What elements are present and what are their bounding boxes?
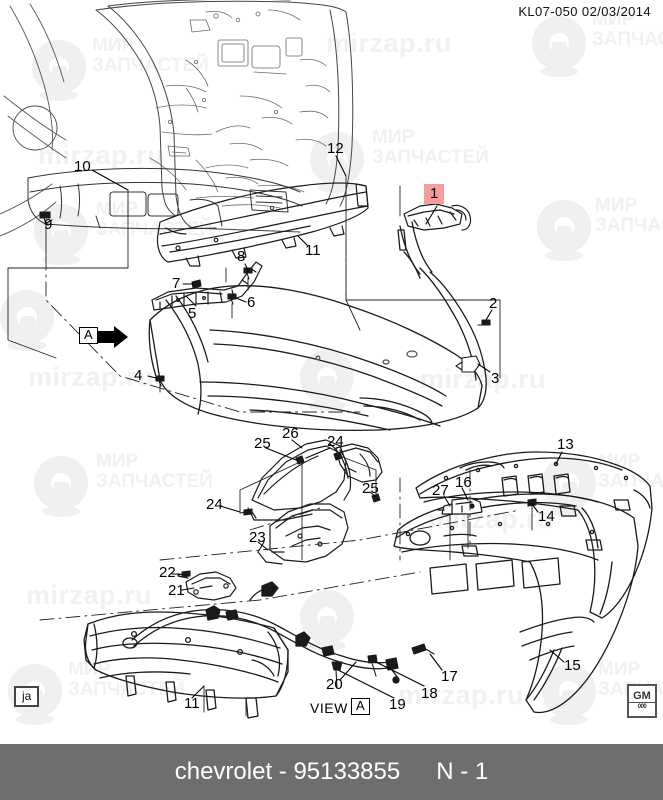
callout-7[interactable]: 7 bbox=[172, 275, 181, 292]
callout-26[interactable]: 26 bbox=[282, 425, 299, 442]
callout-13[interactable]: 13 bbox=[557, 436, 574, 453]
callout-8[interactable]: 8 bbox=[237, 248, 246, 265]
direction-arrow-icon bbox=[98, 326, 128, 348]
callout-11-lower[interactable]: 11 bbox=[184, 695, 200, 712]
callout-12[interactable]: 12 bbox=[327, 140, 344, 157]
view-label: VIEW bbox=[310, 700, 348, 716]
drawing-code: KL07-050 02/03/2014 bbox=[518, 4, 651, 19]
callout-23[interactable]: 23 bbox=[249, 529, 266, 546]
gm-logo-text: GM bbox=[629, 691, 655, 703]
callout-6[interactable]: 6 bbox=[247, 294, 256, 311]
callout-9[interactable]: 9 bbox=[44, 216, 53, 233]
gm-logo-subtext: 000 bbox=[637, 704, 647, 710]
section-marker-a: A bbox=[79, 327, 98, 344]
callout-3[interactable]: 3 bbox=[491, 370, 500, 387]
callout-19[interactable]: 19 bbox=[389, 696, 406, 713]
region-marker-ja: ja bbox=[14, 686, 40, 707]
callout-5[interactable]: 5 bbox=[188, 305, 197, 322]
callout-18[interactable]: 18 bbox=[421, 685, 438, 702]
callout-2[interactable]: 2 bbox=[489, 295, 498, 312]
callout-27[interactable]: 27 bbox=[432, 482, 449, 499]
callout-16[interactable]: 16 bbox=[455, 474, 472, 491]
footer-bar: chevrolet - 95133855 N - 1 bbox=[0, 744, 663, 800]
callout-24-upper[interactable]: 24 bbox=[327, 433, 344, 450]
callout-25-left[interactable]: 25 bbox=[254, 435, 271, 452]
callout-22[interactable]: 22 bbox=[159, 564, 176, 581]
callout-1-highlighted[interactable]: 1 bbox=[424, 184, 445, 204]
callout-10[interactable]: 10 bbox=[74, 158, 91, 175]
callout-21[interactable]: 21 bbox=[168, 582, 185, 599]
callout-14[interactable]: 14 bbox=[538, 508, 555, 525]
gm-logo: GM 000 bbox=[627, 684, 657, 718]
exploded-diagram-artwork bbox=[0, 0, 653, 719]
callout-24-left[interactable]: 24 bbox=[206, 496, 223, 513]
callout-25-right[interactable]: 25 bbox=[362, 480, 379, 497]
view-marker-a: A bbox=[351, 698, 370, 715]
callout-11[interactable]: 11 bbox=[305, 242, 321, 259]
footer-page-number: N - 1 bbox=[436, 758, 489, 785]
callout-15[interactable]: 15 bbox=[564, 657, 581, 674]
callout-17[interactable]: 17 bbox=[441, 668, 458, 685]
callout-4[interactable]: 4 bbox=[134, 367, 143, 384]
callout-20[interactable]: 20 bbox=[326, 676, 343, 693]
footer-part-number: chevrolet - 95133855 bbox=[174, 758, 401, 785]
